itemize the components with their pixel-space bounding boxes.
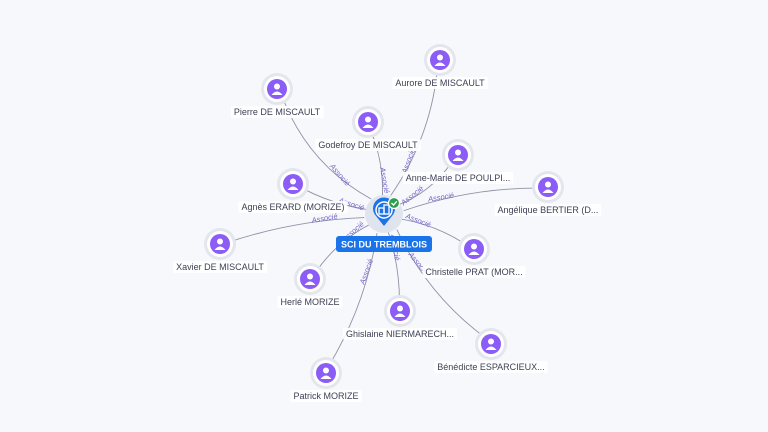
person-node[interactable]: Patrick MORIZE: [290, 357, 362, 402]
person-label-bg: [238, 201, 348, 213]
person-label: Godefroy DE MISCAULT: [318, 140, 418, 150]
company-label: SCI DU TREMBLOIS: [341, 240, 427, 250]
person-icon: [358, 112, 378, 132]
person-label-bg: [392, 77, 489, 89]
edge-label-associe: Associé: [426, 191, 454, 204]
person-label-bg: [494, 204, 602, 216]
person-node[interactable]: Herlé MORIZE: [277, 263, 343, 308]
person-label-bg: [173, 261, 268, 273]
nodes-layer: Aurore DE MISCAULT Pierre DE MISCAULT Gode…: [173, 44, 602, 402]
person-node[interactable]: Xavier DE MISCAULT: [173, 228, 268, 273]
person-icon: [481, 334, 501, 354]
person-node[interactable]: Agnès ERARD (MORIZE): [238, 168, 348, 213]
person-label: Angélique BERTIER (D...: [498, 205, 599, 215]
person-label-bg: [422, 266, 526, 278]
edge-label-associe: Associé: [378, 166, 392, 194]
person-icon: [538, 177, 558, 197]
person-node[interactable]: Bénédicte ESPARCIEUX...: [434, 328, 548, 373]
person-icon: [430, 50, 450, 70]
person-label: Christelle PRAT (MOR...: [425, 267, 522, 277]
edge-label-associe: Associé: [398, 184, 425, 208]
edge-label-associe: Associé: [310, 211, 338, 225]
person-icon: [316, 363, 336, 383]
person-label: Aurore DE MISCAULT: [395, 78, 485, 88]
person-label-bg: [230, 106, 324, 118]
person-label: Anne-Marie DE POULPI...: [406, 173, 511, 183]
person-label: Patrick MORIZE: [293, 391, 358, 401]
person-node[interactable]: Christelle PRAT (MOR...: [422, 233, 526, 278]
person-icon: [448, 145, 468, 165]
person-icon: [300, 269, 320, 289]
person-node[interactable]: Godefroy DE MISCAULT: [315, 106, 422, 151]
person-label: Ghislaine NIERMARECH...: [346, 329, 454, 339]
person-icon: [390, 301, 410, 321]
person-label-bg: [277, 296, 343, 308]
check-icon: [387, 196, 401, 210]
person-node[interactable]: Angélique BERTIER (D...: [494, 171, 602, 216]
person-label: Herlé MORIZE: [280, 297, 339, 307]
edge-label-associe: Associé: [399, 147, 417, 176]
edge-line: [403, 187, 542, 212]
person-label: Bénédicte ESPARCIEUX...: [437, 362, 544, 372]
person-label-bg: [402, 172, 514, 184]
person-node[interactable]: Anne-Marie DE POULPI...: [402, 139, 514, 184]
person-label: Pierre DE MISCAULT: [234, 107, 321, 117]
company-label-box: [336, 236, 432, 252]
building-icon: [378, 204, 390, 215]
person-label-bg: [315, 139, 422, 151]
person-label-bg: [434, 361, 548, 373]
person-node[interactable]: Ghislaine NIERMARECH...: [342, 295, 458, 340]
edge-label-associe: Associé: [357, 258, 375, 287]
person-label: Agnès ERARD (MORIZE): [241, 202, 344, 212]
person-node[interactable]: Aurore DE MISCAULT: [392, 44, 489, 89]
edge-label-associe: Associé: [404, 211, 433, 229]
person-icon: [464, 239, 484, 259]
person-label-bg: [342, 328, 458, 340]
person-label-bg: [290, 390, 362, 402]
edge-label-associe: Associé: [327, 161, 352, 188]
person-node[interactable]: Pierre DE MISCAULT: [230, 73, 324, 118]
edge-line: [226, 217, 365, 244]
company-node[interactable]: SCI DU TREMBLOIS: [336, 195, 432, 252]
person-icon: [210, 234, 230, 254]
person-icon: [267, 79, 287, 99]
person-icon: [283, 174, 303, 194]
person-label: Xavier DE MISCAULT: [176, 262, 264, 272]
